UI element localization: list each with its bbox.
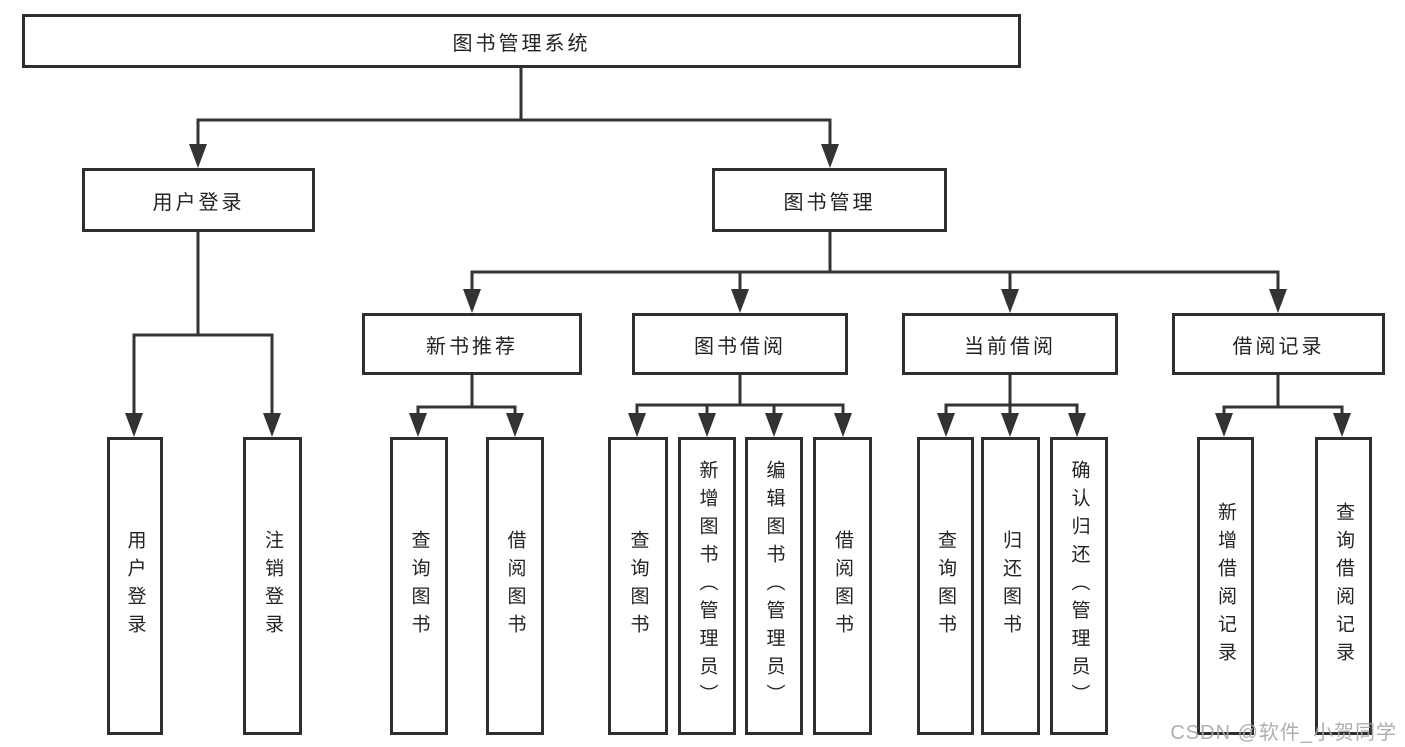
node-leaf-borrow-books-2: 借阅图书 [813,437,872,735]
node-leaf-borrow-books-1: 借阅图书 [486,437,544,735]
node-current-borrowing: 当前借阅 [902,313,1118,375]
node-leaf-logout: 注销登录 [243,437,302,735]
node-user-login-group: 用户登录 [82,168,315,232]
node-leaf-user-login: 用户登录 [107,437,163,735]
node-borrowing-records: 借阅记录 [1172,313,1385,375]
node-leaf-query-books-1: 查询图书 [390,437,448,735]
node-leaf-edit-books-admin: 编辑图书（管理员） [745,437,803,735]
node-library-system: 图书管理系统 [22,14,1021,68]
node-book-borrowing: 图书借阅 [632,313,848,375]
node-new-book-recommend: 新书推荐 [362,313,582,375]
node-leaf-query-borrow-record: 查询借阅记录 [1315,437,1372,735]
node-leaf-add-borrow-record: 新增借阅记录 [1197,437,1254,735]
node-book-management: 图书管理 [712,168,947,232]
node-leaf-query-books-2: 查询图书 [608,437,668,735]
node-leaf-confirm-return-admin: 确认归还（管理员） [1050,437,1108,735]
node-leaf-add-books-admin: 新增图书（管理员） [678,437,736,735]
node-leaf-return-books: 归还图书 [981,437,1040,735]
csdn-watermark: CSDN @软件_小贺同学 [1170,722,1397,744]
node-leaf-query-books-3: 查询图书 [917,437,974,735]
